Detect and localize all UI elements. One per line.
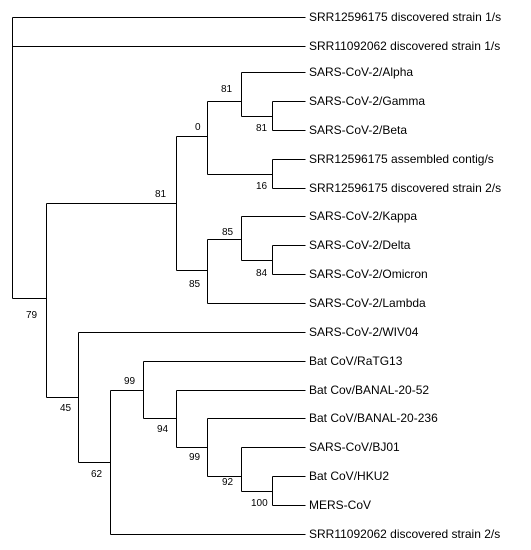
leaf-label: SRR11092062 discovered strain 1/s xyxy=(309,39,500,53)
bootstrap-value: 81 xyxy=(221,84,233,95)
bootstrap-value: 79 xyxy=(26,310,38,321)
bootstrap-value: 84 xyxy=(256,268,268,279)
bootstrap-value: 45 xyxy=(60,403,72,414)
bootstrap-value: 94 xyxy=(157,424,169,435)
leaf-label: SRR12596175 assembled contig/s xyxy=(309,152,494,166)
leaf-label: SRR11092062 discovered strain 2/s xyxy=(309,527,500,541)
bootstrap-value: 85 xyxy=(189,279,201,290)
bootstrap-value: 92 xyxy=(222,477,234,488)
leaf-label: Bat CoV/RaTG13 xyxy=(309,354,403,368)
bootstrap-value: 100 xyxy=(251,498,268,509)
bootstrap-value: 99 xyxy=(124,376,136,387)
leaf-label: SARS-CoV/BJ01 xyxy=(309,440,400,454)
leaf-label: SARS-CoV-2/Lambda xyxy=(309,296,426,310)
leaf-label: SARS-CoV-2/Kappa xyxy=(309,209,417,223)
leaf-label: SRR12596175 discovered strain 2/s xyxy=(309,181,501,195)
bootstrap-value: 16 xyxy=(256,181,268,192)
bootstrap-value: 99 xyxy=(189,452,201,463)
leaf-label: SARS-CoV-2/Omicron xyxy=(309,267,428,281)
bootstrap-value: 81 xyxy=(155,189,167,200)
tree-branches xyxy=(12,17,306,535)
bootstrap-value: 62 xyxy=(91,469,103,480)
leaf-label: SARS-CoV-2/Alpha xyxy=(309,65,413,79)
bootstrap-value: 81 xyxy=(256,123,268,134)
bootstrap-value: 0 xyxy=(195,122,201,133)
leaf-label: Bat Cov/BANAL-20-52 xyxy=(309,383,429,397)
leaf-label: MERS-CoV xyxy=(309,498,371,512)
leaf-label: Bat CoV/BANAL-20-236 xyxy=(309,411,438,425)
leaf-label: SARS-CoV-2/Delta xyxy=(309,238,411,252)
bootstrap-value: 85 xyxy=(222,227,234,238)
leaf-label: SARS-CoV-2/WIV04 xyxy=(309,325,419,339)
leaf-label: SARS-CoV-2/Gamma xyxy=(309,94,425,108)
leaf-label: SRR12596175 discovered strain 1/s xyxy=(309,10,501,24)
leaf-label: SARS-CoV-2/Beta xyxy=(309,123,407,137)
leaf-label: Bat CoV/HKU2 xyxy=(309,469,389,483)
